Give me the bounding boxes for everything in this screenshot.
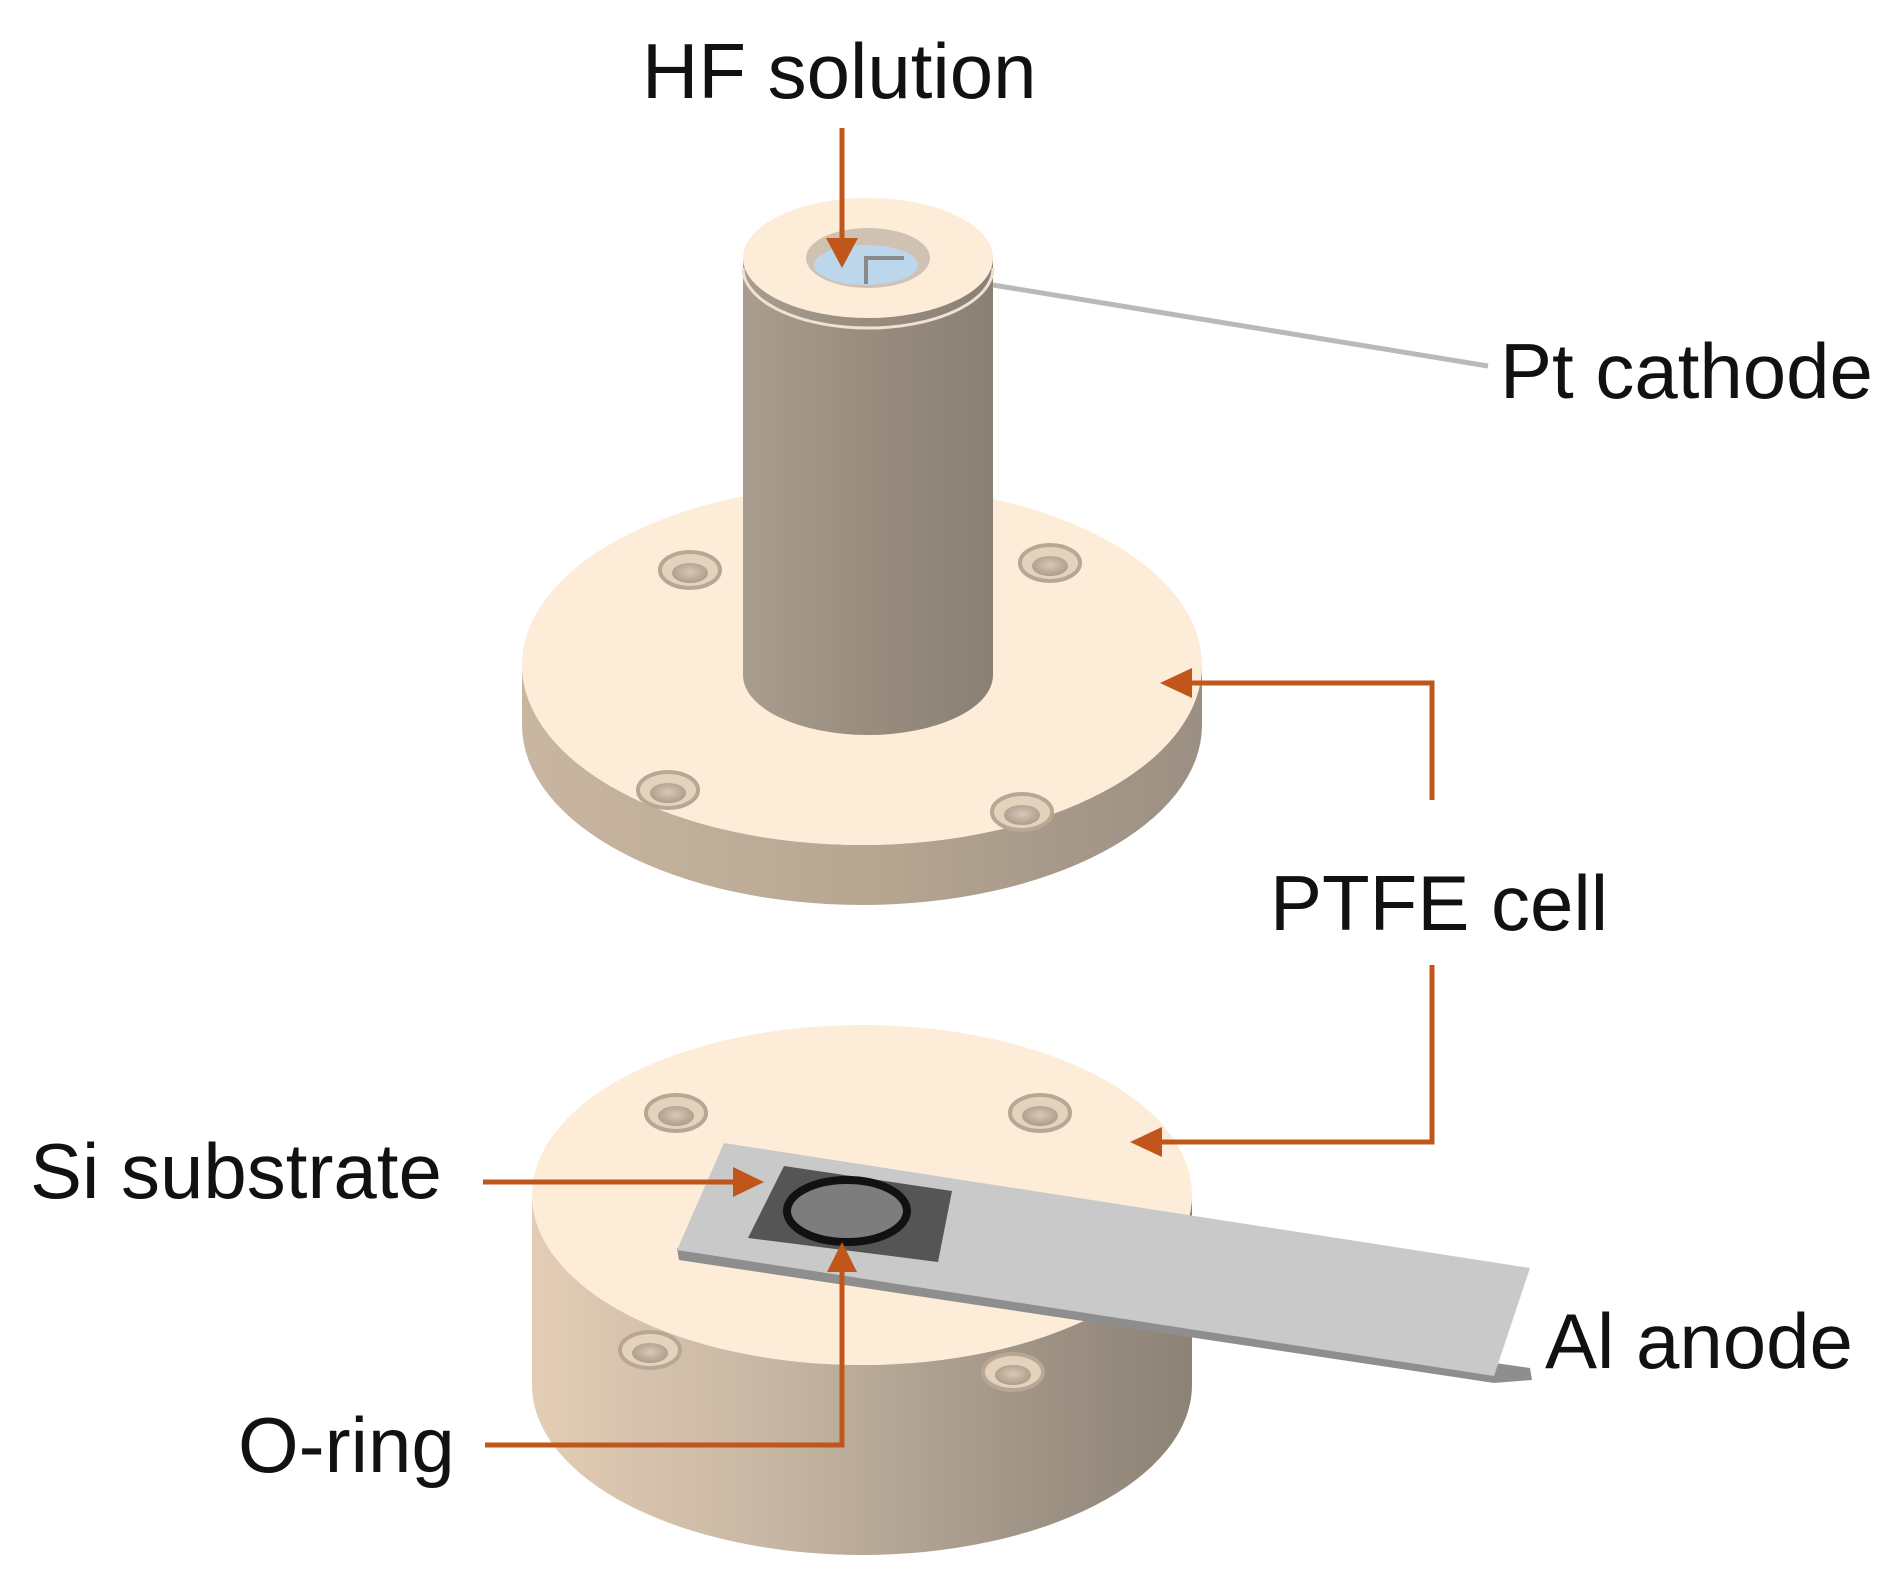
o-ring-arrow — [485, 1262, 845, 1448]
pt-wire-inner — [864, 256, 904, 284]
lower-base-side — [532, 1195, 1192, 1555]
lower-screw-holes — [618, 1093, 1072, 1392]
ptfe-cell-arrowhead-lower — [1130, 1127, 1162, 1157]
o-ring — [783, 1176, 911, 1246]
label-o-ring: O-ring — [238, 1401, 455, 1489]
label-pt-cathode: Pt cathode — [1500, 327, 1873, 415]
ptfe-cell-bracket-upper — [1180, 680, 1435, 800]
upper-ptfe-cell — [522, 198, 1489, 905]
label-ptfe-cell: PTFE cell — [1270, 859, 1608, 947]
label-al-anode: Al anode — [1545, 1297, 1853, 1385]
o-ring-arrowhead — [827, 1242, 857, 1272]
ptfe-cell-bracket-lower — [1150, 965, 1435, 1145]
ptfe-cell-arrowhead-upper — [1160, 668, 1192, 698]
upper-screw-holes — [636, 543, 1082, 832]
labels: HF solution Pt cathode PTFE cell Si subs… — [30, 27, 1873, 1489]
upper-tube-rim-line — [741, 267, 995, 330]
label-si-substrate: Si substrate — [30, 1127, 442, 1215]
pt-cathode-lead — [992, 282, 1489, 369]
hf-solution-arrowhead — [826, 238, 858, 268]
label-hf-solution: HF solution — [642, 27, 1037, 115]
upper-flange-side — [522, 665, 1202, 905]
si-substrate-arrowhead — [733, 1167, 764, 1197]
annotation-arrows — [483, 128, 1435, 1448]
lower-ptfe-cell — [532, 1025, 1532, 1555]
upper-tube-side — [743, 258, 993, 735]
